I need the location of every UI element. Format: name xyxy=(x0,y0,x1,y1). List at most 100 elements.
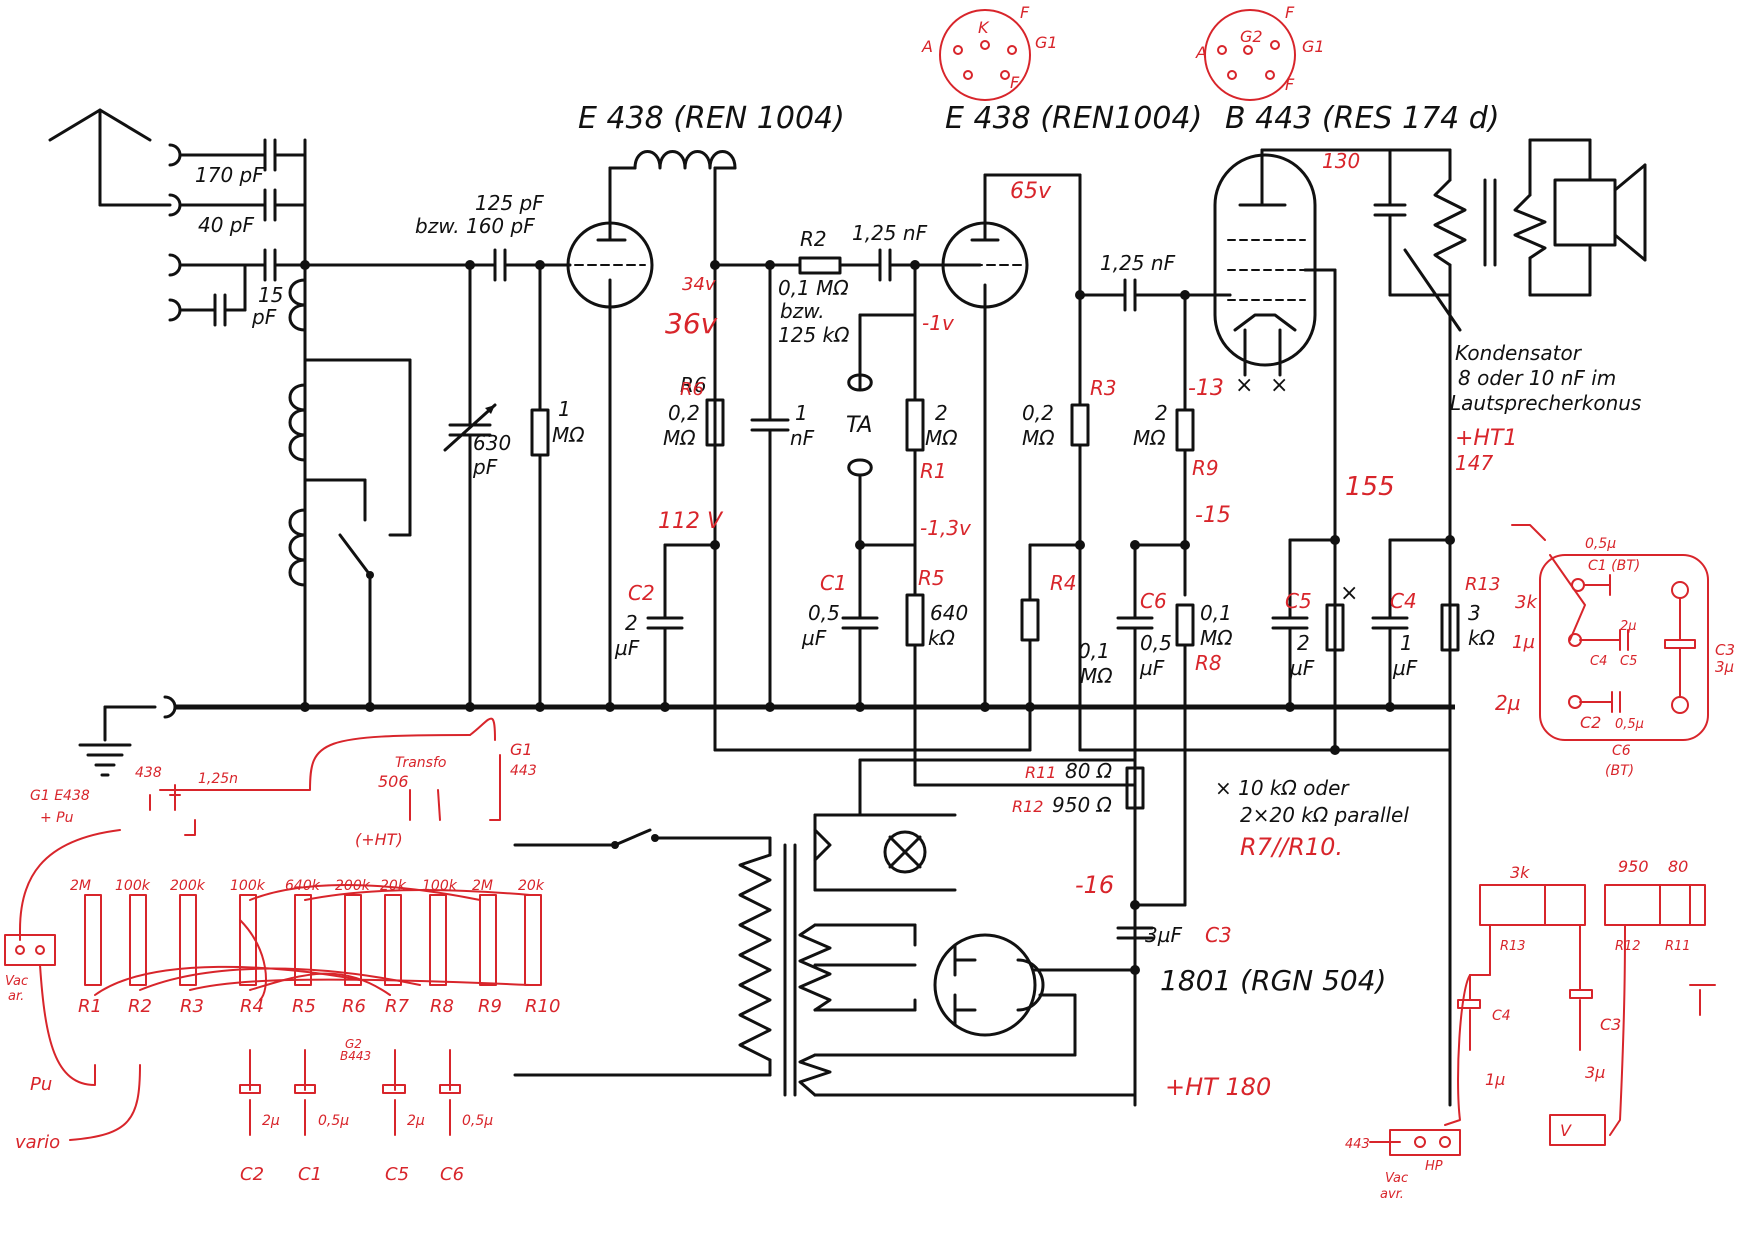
c4-value: 1 xyxy=(1400,631,1413,655)
cap-name-c1: C1 xyxy=(298,1164,322,1185)
x-note1: × 10 kΩ oder xyxy=(1215,776,1350,800)
c4-unit: µF xyxy=(1392,656,1418,680)
antenna-symbol xyxy=(48,108,172,207)
volt-65: 65v xyxy=(1010,179,1052,204)
coil-upper xyxy=(288,278,307,587)
grid-resistor-1m xyxy=(530,408,550,457)
r8-name: R8 xyxy=(1195,651,1222,675)
br-vac: Vac xyxy=(1385,1171,1408,1186)
r3-name: R3 xyxy=(1090,376,1117,400)
c3-value: 3µF xyxy=(1145,923,1182,947)
br-443: 443 xyxy=(1345,1137,1370,1152)
br-80: 80 xyxy=(1668,857,1688,876)
volt-minus13: -1,3v xyxy=(920,516,972,540)
input-sockets xyxy=(168,143,182,322)
cap-15-label: 15 xyxy=(258,283,283,307)
r12-name: R12 xyxy=(1012,797,1043,816)
pin-a2-label: A xyxy=(1195,43,1207,62)
ar-label-left: ar. xyxy=(8,989,24,1004)
r3-value: 0,2 xyxy=(1022,401,1054,425)
resistor-r4 xyxy=(1020,598,1040,642)
c1-unit: µF xyxy=(801,626,827,650)
cap-15-unit: pF xyxy=(251,305,277,329)
rp-3u: 3µ xyxy=(1715,658,1734,676)
res-val-r6: 200k xyxy=(335,878,371,894)
res-name-r9: R9 xyxy=(478,996,502,1017)
speaker-note3: Lautsprecherkonus xyxy=(1450,391,1641,415)
resistor-r7-r10 xyxy=(1325,603,1345,652)
rp-c4: C4 xyxy=(1590,654,1607,669)
cap-170pf-label: 170 pF xyxy=(195,163,264,187)
br-c4: C4 xyxy=(1492,1008,1511,1024)
x-marker: × xyxy=(1340,581,1358,606)
res-val-r2: 100k xyxy=(115,878,151,894)
rp-c3: C3 xyxy=(1715,641,1735,659)
pin-f1-label: F xyxy=(1020,3,1030,22)
grid-res-unit: MΩ xyxy=(552,423,585,447)
br-3k: 3k xyxy=(1510,863,1530,882)
c2-unit: µF xyxy=(614,636,640,660)
variable-capacitor xyxy=(443,403,497,452)
grid-res-value: 1 xyxy=(558,397,571,421)
resistor-r5 xyxy=(905,593,925,647)
rp-3k: 3k xyxy=(1515,592,1538,613)
br-r13: R13 xyxy=(1500,939,1526,954)
cap-1nf-unit: nF xyxy=(790,426,815,450)
cap-val-c2: 2µ xyxy=(262,1113,280,1129)
r5-name: R5 xyxy=(918,566,945,590)
pin-g2-label: G2 xyxy=(1240,27,1263,46)
output-transformer xyxy=(1373,138,1592,707)
cap-name-c5: C5 xyxy=(385,1164,409,1185)
r2-name: R2 xyxy=(800,227,827,251)
res-val-r4: 100k xyxy=(230,878,266,894)
heater-x2: × xyxy=(1270,373,1288,398)
junction-dots xyxy=(300,260,1455,975)
res-val-r10: 20k xyxy=(518,878,545,894)
br-950: 950 xyxy=(1618,857,1649,876)
r3-unit: MΩ xyxy=(1022,426,1055,450)
cap-1-25nf-label: 1,25 nF xyxy=(852,221,928,245)
volt-34: 34v xyxy=(682,274,716,295)
rp-c1bt: C1 (BT) xyxy=(1588,558,1640,574)
br-r12: R12 xyxy=(1615,939,1641,954)
c1-value: 0,5 xyxy=(808,601,840,625)
c4-name: C4 xyxy=(1390,589,1417,613)
g1-label: G1 xyxy=(510,740,533,759)
res-val-r7: 20k xyxy=(380,878,407,894)
r6-name: R6 xyxy=(680,373,707,397)
resistor-r3 xyxy=(1070,403,1090,447)
tube-v3-label: B 443 (RES 174 d) xyxy=(1225,101,1500,136)
r7-r10-note: R7//R10. xyxy=(1240,833,1343,861)
r9-value: 2 xyxy=(1155,401,1168,425)
res-name-r4: R4 xyxy=(240,996,264,1017)
pu-label-2: Pu xyxy=(30,1074,52,1095)
volt-36: 36v xyxy=(665,307,718,340)
cap-1nf-value: 1 xyxy=(795,401,808,425)
volt-130: 130 xyxy=(1322,149,1360,173)
r13-unit: kΩ xyxy=(1468,626,1496,650)
pinout-b443 xyxy=(1204,9,1296,101)
r6-unit: MΩ xyxy=(663,426,696,450)
ht1-label: +HT1 xyxy=(1455,426,1517,451)
volt-minus15: -15 xyxy=(1195,503,1231,528)
r4-unit: MΩ xyxy=(1080,664,1113,688)
speaker-note2: 8 oder 10 nF im xyxy=(1458,366,1616,390)
n438-label: 438 xyxy=(135,765,162,781)
cap-630-label: 630 xyxy=(473,431,511,455)
res-val-r3: 200k xyxy=(170,878,206,894)
res-name-r10: R10 xyxy=(525,996,560,1017)
speaker-note1: Kondensator xyxy=(1455,341,1583,365)
res-name-r3: R3 xyxy=(180,996,204,1017)
rp-c05: 0,5µ xyxy=(1585,536,1616,552)
cap-125pf-label: 125 pF xyxy=(475,191,544,215)
res-name-r8: R8 xyxy=(430,996,454,1017)
c5-unit: µF xyxy=(1289,656,1315,680)
res-name-r5: R5 xyxy=(292,996,316,1017)
red-panel-right xyxy=(1511,524,1709,741)
ht-label: (+HT) xyxy=(355,830,403,849)
cap-val-c6: 0,5µ xyxy=(462,1113,493,1129)
res-name-r7: R7 xyxy=(385,996,410,1017)
cap-name-c2: C2 xyxy=(240,1164,264,1185)
red-sketch-bottom-right xyxy=(1369,884,1716,1156)
res-name-r2: R2 xyxy=(128,996,152,1017)
